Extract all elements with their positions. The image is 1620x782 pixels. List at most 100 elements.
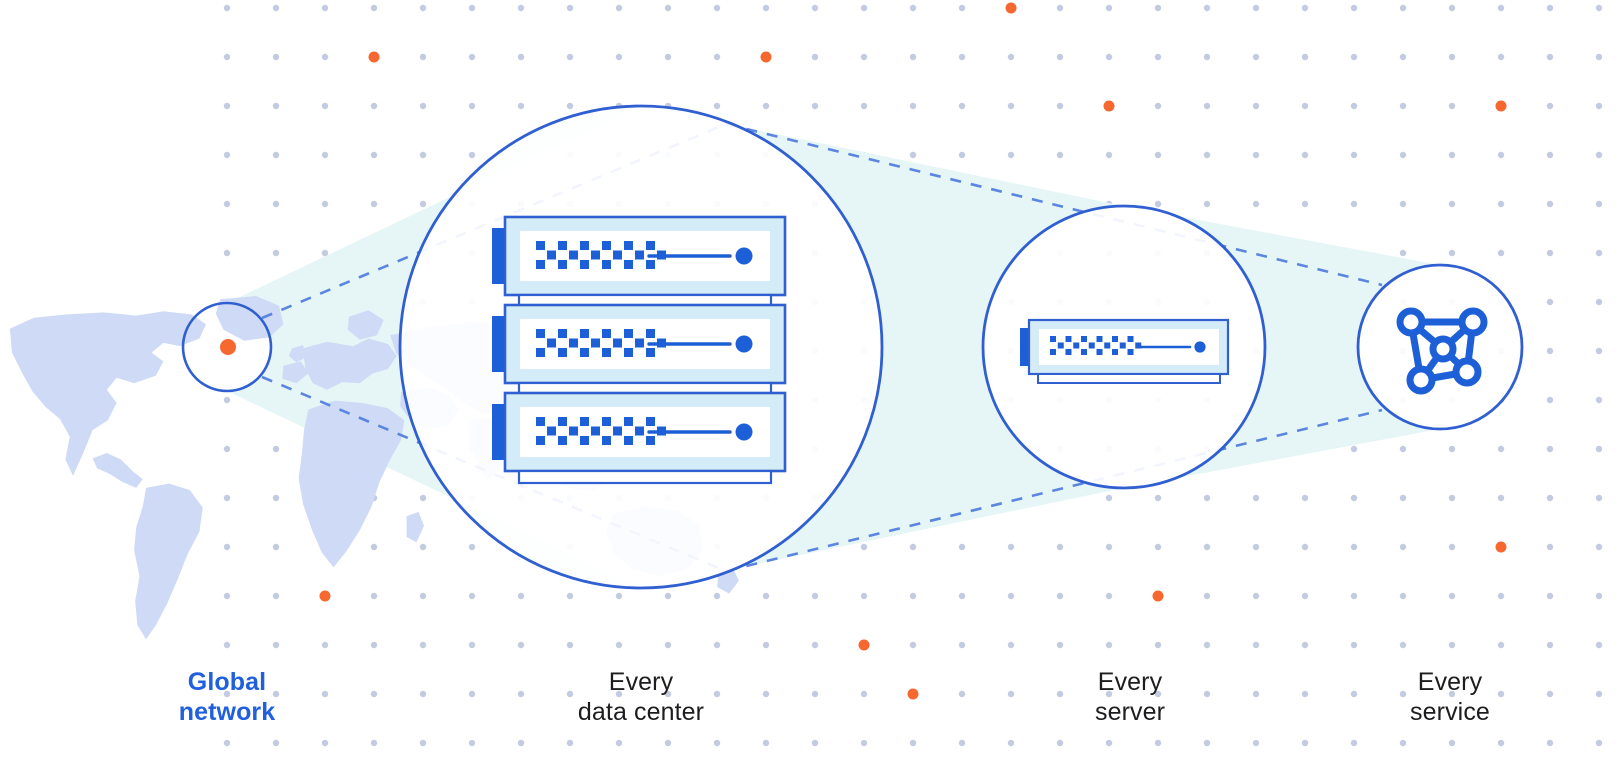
dot-grid-dot xyxy=(1105,4,1113,12)
dot-grid-dot xyxy=(1007,690,1015,698)
dot-grid-dot xyxy=(468,641,476,649)
dot-grid-dot xyxy=(1497,200,1505,208)
server-led-square xyxy=(558,329,567,338)
server-led-square xyxy=(624,436,633,445)
dot-grid-dot xyxy=(1105,494,1113,502)
dot-grid-dot xyxy=(1595,249,1603,257)
label-line-2: data center xyxy=(577,698,705,726)
dot-grid-dot xyxy=(1350,4,1358,12)
dot-grid-dot xyxy=(1399,739,1407,747)
funnel-server-to-service xyxy=(1124,206,1440,488)
dot-grid-dot xyxy=(370,151,378,159)
server-led-square xyxy=(558,348,567,357)
server-led-square xyxy=(591,250,600,260)
dot-grid-dot xyxy=(958,4,966,12)
dot-grid-dot xyxy=(1595,151,1603,159)
dot-grid-dot xyxy=(223,690,231,698)
dot-grid-dot xyxy=(517,53,525,61)
dot-grid-dot xyxy=(762,690,770,698)
dot-grid-dot xyxy=(811,641,819,649)
dot-grid-dot xyxy=(223,4,231,12)
dot-grid-dot xyxy=(517,102,525,110)
server-led-square xyxy=(569,338,578,348)
dot-grid-dot xyxy=(1154,543,1162,551)
dot-grid-dot xyxy=(1252,494,1260,502)
server-led-square xyxy=(1096,336,1103,342)
server-led-square xyxy=(1065,349,1072,355)
dot-grid-dot xyxy=(1546,298,1554,306)
dot-grid-dot xyxy=(615,641,623,649)
dot-grid-dot xyxy=(566,592,574,600)
dot-grid-dot xyxy=(958,690,966,698)
dot-grid-dot xyxy=(958,739,966,747)
dot-grid-dot xyxy=(1399,249,1407,257)
dot-grid-dot xyxy=(1007,739,1015,747)
dot-grid-dot xyxy=(1448,445,1456,453)
dot-grid-dot xyxy=(1056,102,1064,110)
dot-grid-dot xyxy=(1497,641,1505,649)
dot-grid-dot xyxy=(321,690,329,698)
dot-grid-dot xyxy=(1203,641,1211,649)
dot-grid-dot xyxy=(272,641,280,649)
dot-grid-dot xyxy=(1056,739,1064,747)
dot-grid-dot xyxy=(419,543,427,551)
dot-grid-dot xyxy=(1301,4,1309,12)
dot-grid-dot xyxy=(321,4,329,12)
dot-grid-dot xyxy=(223,739,231,747)
dot-grid-dot xyxy=(1546,151,1554,159)
dot-grid-dot xyxy=(223,200,231,208)
dot-grid-dot xyxy=(370,690,378,698)
server-led-square xyxy=(635,250,644,260)
server-led-square xyxy=(580,260,589,269)
dot-grid-dot xyxy=(811,102,819,110)
server-led-square xyxy=(657,250,666,260)
server-led-square xyxy=(624,241,633,250)
dot-grid-dot xyxy=(1546,543,1554,551)
circle-global-network xyxy=(181,301,273,393)
dot-grid-dot xyxy=(1203,53,1211,61)
dot-grid-dot xyxy=(958,102,966,110)
dot-grid-dot xyxy=(1056,690,1064,698)
dot-grid-dot xyxy=(1252,739,1260,747)
dot-grid-dot xyxy=(223,396,231,404)
server-led-square xyxy=(613,250,622,260)
dot-grid-dot xyxy=(468,690,476,698)
dot-grid-dot xyxy=(1154,494,1162,502)
dot-grid-highlight xyxy=(858,639,870,651)
dot-grid-dot xyxy=(370,200,378,208)
dot-grid-dot xyxy=(1546,53,1554,61)
dot-grid-dot xyxy=(1007,53,1015,61)
server-led-square xyxy=(558,436,567,445)
dot-grid-dot xyxy=(909,592,917,600)
dot-grid-dot xyxy=(1350,641,1358,649)
server-led-square xyxy=(1112,349,1118,355)
dot-grid-dot xyxy=(1252,543,1260,551)
dot-grid-dot xyxy=(1546,739,1554,747)
dot-grid-dot xyxy=(1105,151,1113,159)
dot-grid-dot xyxy=(1448,690,1456,698)
dot-grid-dot xyxy=(1105,53,1113,61)
dot-grid-dot xyxy=(664,53,672,61)
dot-grid-dot xyxy=(1448,249,1456,257)
network-graph-icon xyxy=(1396,307,1488,395)
server-led-square xyxy=(1104,342,1111,349)
dot-grid-dot xyxy=(370,102,378,110)
dot-grid-dot xyxy=(419,494,427,502)
dot-grid-dot xyxy=(1399,592,1407,600)
dot-grid-dot xyxy=(370,592,378,600)
server-led-square xyxy=(1119,342,1126,349)
dot-grid-dot xyxy=(321,53,329,61)
dot-grid-dot xyxy=(664,690,672,698)
dot-grid-dot xyxy=(811,690,819,698)
server-led-square xyxy=(646,348,655,357)
dot-grid-dot xyxy=(1399,641,1407,649)
dot-grid-dot xyxy=(1056,4,1064,12)
dot-grid-dot xyxy=(1595,543,1603,551)
dot-grid-dot xyxy=(1546,347,1554,355)
label-line-2: network xyxy=(178,698,276,726)
dot-grid-dot xyxy=(517,641,525,649)
dot-grid-dot xyxy=(1301,53,1309,61)
dot-grid-dot xyxy=(1007,592,1015,600)
